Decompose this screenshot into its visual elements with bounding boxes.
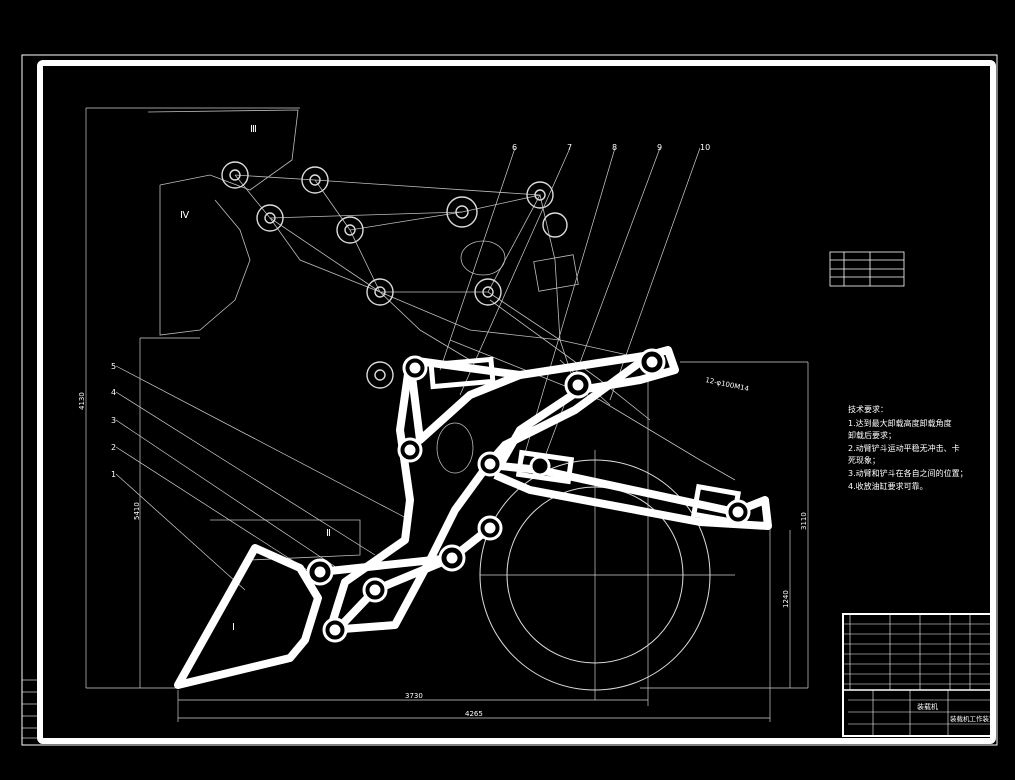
zone-labels: Ⅰ Ⅱ Ⅲ Ⅳ (180, 124, 331, 633)
callout-5: 5 (111, 362, 116, 371)
callout-3: 3 (111, 416, 116, 425)
zone-label-1: Ⅰ (232, 622, 235, 633)
callout-4: 4 (111, 388, 116, 397)
inner-border (37, 60, 996, 744)
ghost-pins (221, 161, 568, 389)
zone-label-2: Ⅱ (326, 528, 331, 539)
main-pins (306, 348, 751, 643)
drawing-name: 装载机 (917, 702, 938, 711)
dim-right2: 1240 (782, 590, 790, 608)
tech-item: 死现象； (848, 455, 880, 465)
dim-width2: 4265 (465, 710, 483, 718)
callout-9: 9 (657, 143, 662, 152)
bucket (174, 544, 322, 689)
dim-width1: 3730 (405, 692, 423, 700)
callout-7: 7 (567, 143, 572, 152)
wheel (479, 459, 711, 691)
dim-angle: 12-φ100M14 (705, 376, 751, 393)
zone-label-3: Ⅲ (250, 124, 257, 135)
tech-requirements: 技术要求： 1.达到最大卸载高度卸载角度 卸载后要求； 2.动臂铲斗运动平稳无冲… (848, 404, 968, 491)
dimension-lines (85, 107, 809, 722)
tech-item: 2.动臂铲斗运动平稳无冲击、卡 (848, 443, 960, 453)
frame-brace (406, 359, 522, 444)
tech-item: 4.收放油缸要求可靠。 (848, 481, 928, 491)
tilt-cylinder (489, 461, 772, 530)
callout-8: 8 (612, 143, 617, 152)
tech-item: 3.动臂和铲斗在各自之间的位置； (848, 468, 968, 478)
outer-border (21, 54, 998, 746)
tech-item: 卸载后要求； (848, 430, 896, 440)
dim-right1: 3110 (800, 512, 808, 530)
drawing-subtitle: 装载机工作装置 (950, 714, 996, 723)
zone-label-4: Ⅳ (180, 210, 190, 221)
main-linkage (174, 346, 772, 689)
callout-2: 2 (111, 443, 116, 452)
parts-mini-table (829, 251, 905, 287)
callout-10: 10 (700, 143, 710, 152)
title-block (842, 613, 994, 737)
tech-item: 1.达到最大卸载高度卸载角度 (848, 418, 952, 428)
callout-1: 1 (111, 470, 116, 479)
tech-title: 技术要求： (848, 404, 888, 414)
dim-lower: 5410 (133, 502, 141, 520)
callout-numbers: 6 7 8 9 10 5 4 3 2 1 (111, 143, 710, 479)
title-block-text: 装载机 装载机工作装置 (917, 702, 996, 723)
dim-height: 4130 (78, 392, 86, 410)
callout-6: 6 (512, 143, 517, 152)
left-margin-table (21, 679, 39, 739)
